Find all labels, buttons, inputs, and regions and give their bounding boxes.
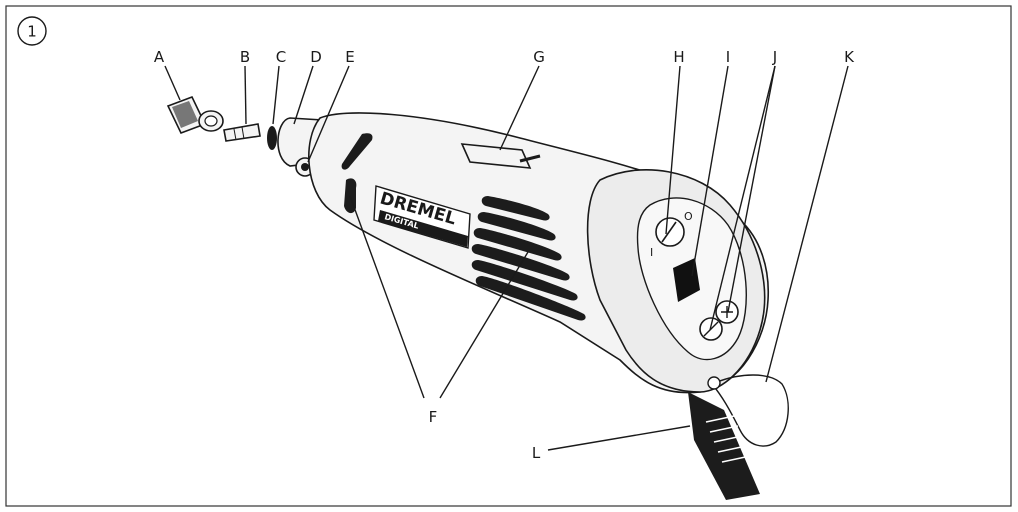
callout-label: A — [154, 48, 165, 66]
rotary-tool-drawing: DREMEL DIGITAL I O — [166, 95, 789, 500]
callout-label: E — [345, 48, 354, 66]
callout-label: K — [844, 48, 855, 66]
brush-cover-plate — [460, 143, 532, 169]
collet — [223, 123, 261, 142]
callout-label: B — [240, 48, 250, 66]
callout-label: H — [673, 48, 684, 66]
hang-ring-mount — [707, 376, 721, 390]
callout-label: C — [276, 48, 286, 66]
figure-number: 1 — [27, 23, 37, 41]
callout-label: L — [532, 444, 541, 462]
callout-label: D — [310, 48, 322, 66]
switch-mark-off: O — [684, 210, 693, 223]
callout-label: I — [726, 48, 730, 66]
speed-plus-button — [715, 300, 739, 324]
power-cord — [688, 392, 760, 500]
callout-label: J — [772, 48, 777, 66]
figure-frame — [5, 5, 1012, 507]
front-vent-slot — [341, 133, 373, 170]
leader-lines — [164, 65, 849, 451]
on-off-switch: I O — [650, 210, 693, 259]
figure-number-badge: 1 — [17, 16, 47, 46]
brand-logo: DREMEL DIGITAL — [373, 185, 471, 249]
switch-mark-on: I — [650, 246, 653, 259]
callout-label: F — [429, 408, 438, 426]
collet-lock-ring — [267, 126, 277, 150]
rear-vent-slots — [471, 196, 586, 321]
speed-minus-button — [699, 317, 723, 341]
callout-labels: A B C D E F G H I J K L — [154, 48, 855, 462]
callout-label: G — [533, 48, 545, 66]
collet-nut — [166, 95, 224, 135]
